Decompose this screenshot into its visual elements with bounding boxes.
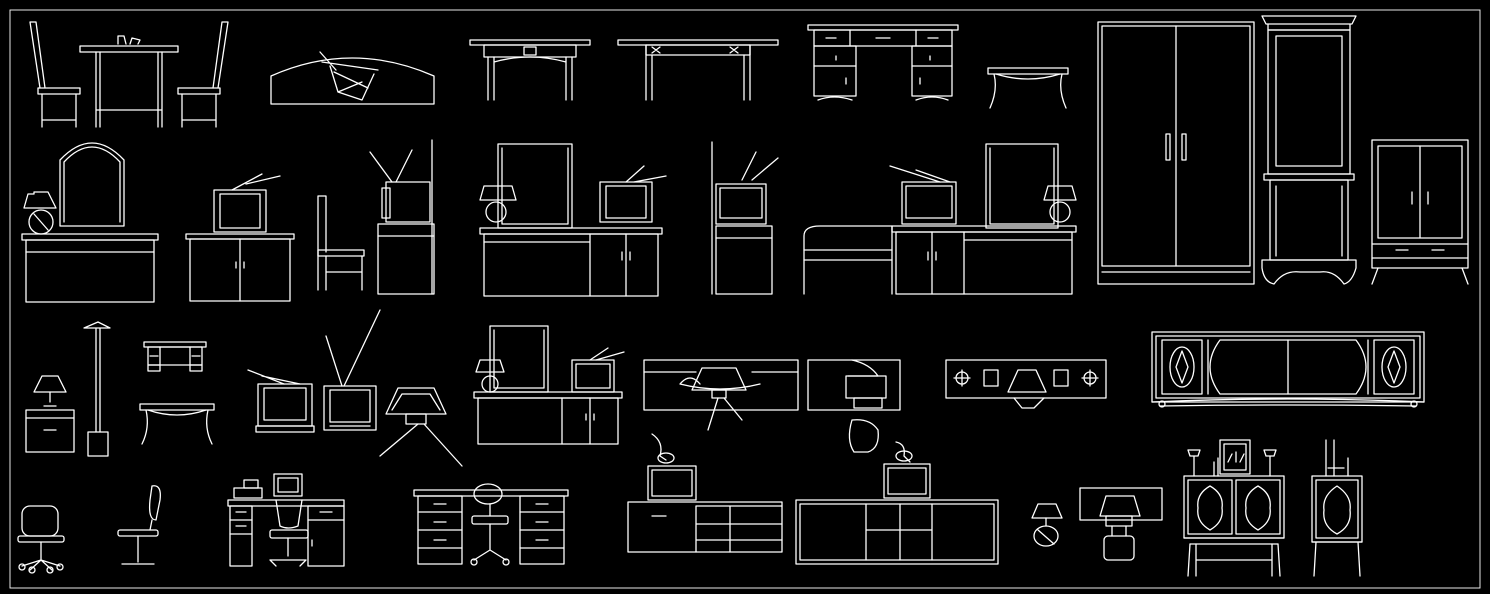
pedestal-desk-elevation (807, 24, 959, 101)
long-console-table-elevation (617, 39, 779, 101)
curved-headboard-with-tv-plan (270, 51, 435, 105)
wall-panel-with-sockets (945, 359, 1107, 409)
table-lamp (1031, 503, 1063, 547)
drawing-frame (9, 9, 1481, 589)
tall-cabinet-with-cornice (1261, 15, 1357, 285)
vanity-with-mirror-and-lamp (21, 142, 159, 303)
crt-tv-front (323, 309, 381, 431)
crt-tv-with-antenna-front (247, 369, 315, 433)
office-chair-side (117, 485, 161, 565)
office-chair-front (17, 505, 65, 574)
ornate-cabinet-with-vases (1183, 439, 1285, 577)
tv-cabinet-elevation (185, 173, 295, 302)
tv-cabinet-plan (807, 359, 901, 411)
chair-side-elevation (317, 195, 365, 291)
tv-stand-side-elevation (369, 139, 435, 295)
double-pedestal-desk-with-chair (413, 483, 569, 566)
long-ornate-sideboard (1151, 331, 1425, 408)
dresser-with-tv-2 (473, 325, 625, 445)
tv-cabinet-side-elevation (711, 141, 779, 295)
dresser-with-tv-elevation (479, 143, 667, 297)
small-cabriole-table (987, 67, 1069, 109)
sofa-and-tv-cabinet-elevation (803, 143, 1077, 295)
small-two-door-cabinet (1371, 139, 1469, 285)
double-door-wardrobe (1097, 21, 1255, 285)
console-table-elevation (469, 39, 591, 101)
tv-on-stand-plan (1079, 487, 1163, 561)
small-desk-plan (143, 341, 207, 372)
wall-panel-with-tv (643, 359, 799, 431)
small-cabriole-table-2 (139, 403, 215, 445)
crt-tv-plan (379, 387, 463, 467)
dining-table-set-elevation (29, 21, 229, 128)
low-tv-cabinet-with-satellite-tv (627, 433, 783, 553)
long-tv-cabinet-with-satellite-tv (795, 419, 999, 565)
floor-lamp (83, 321, 111, 457)
computer-desk-with-chair (227, 473, 345, 567)
ornate-narrow-cabinet (1311, 439, 1363, 577)
nightstand-with-lamp (25, 375, 75, 453)
